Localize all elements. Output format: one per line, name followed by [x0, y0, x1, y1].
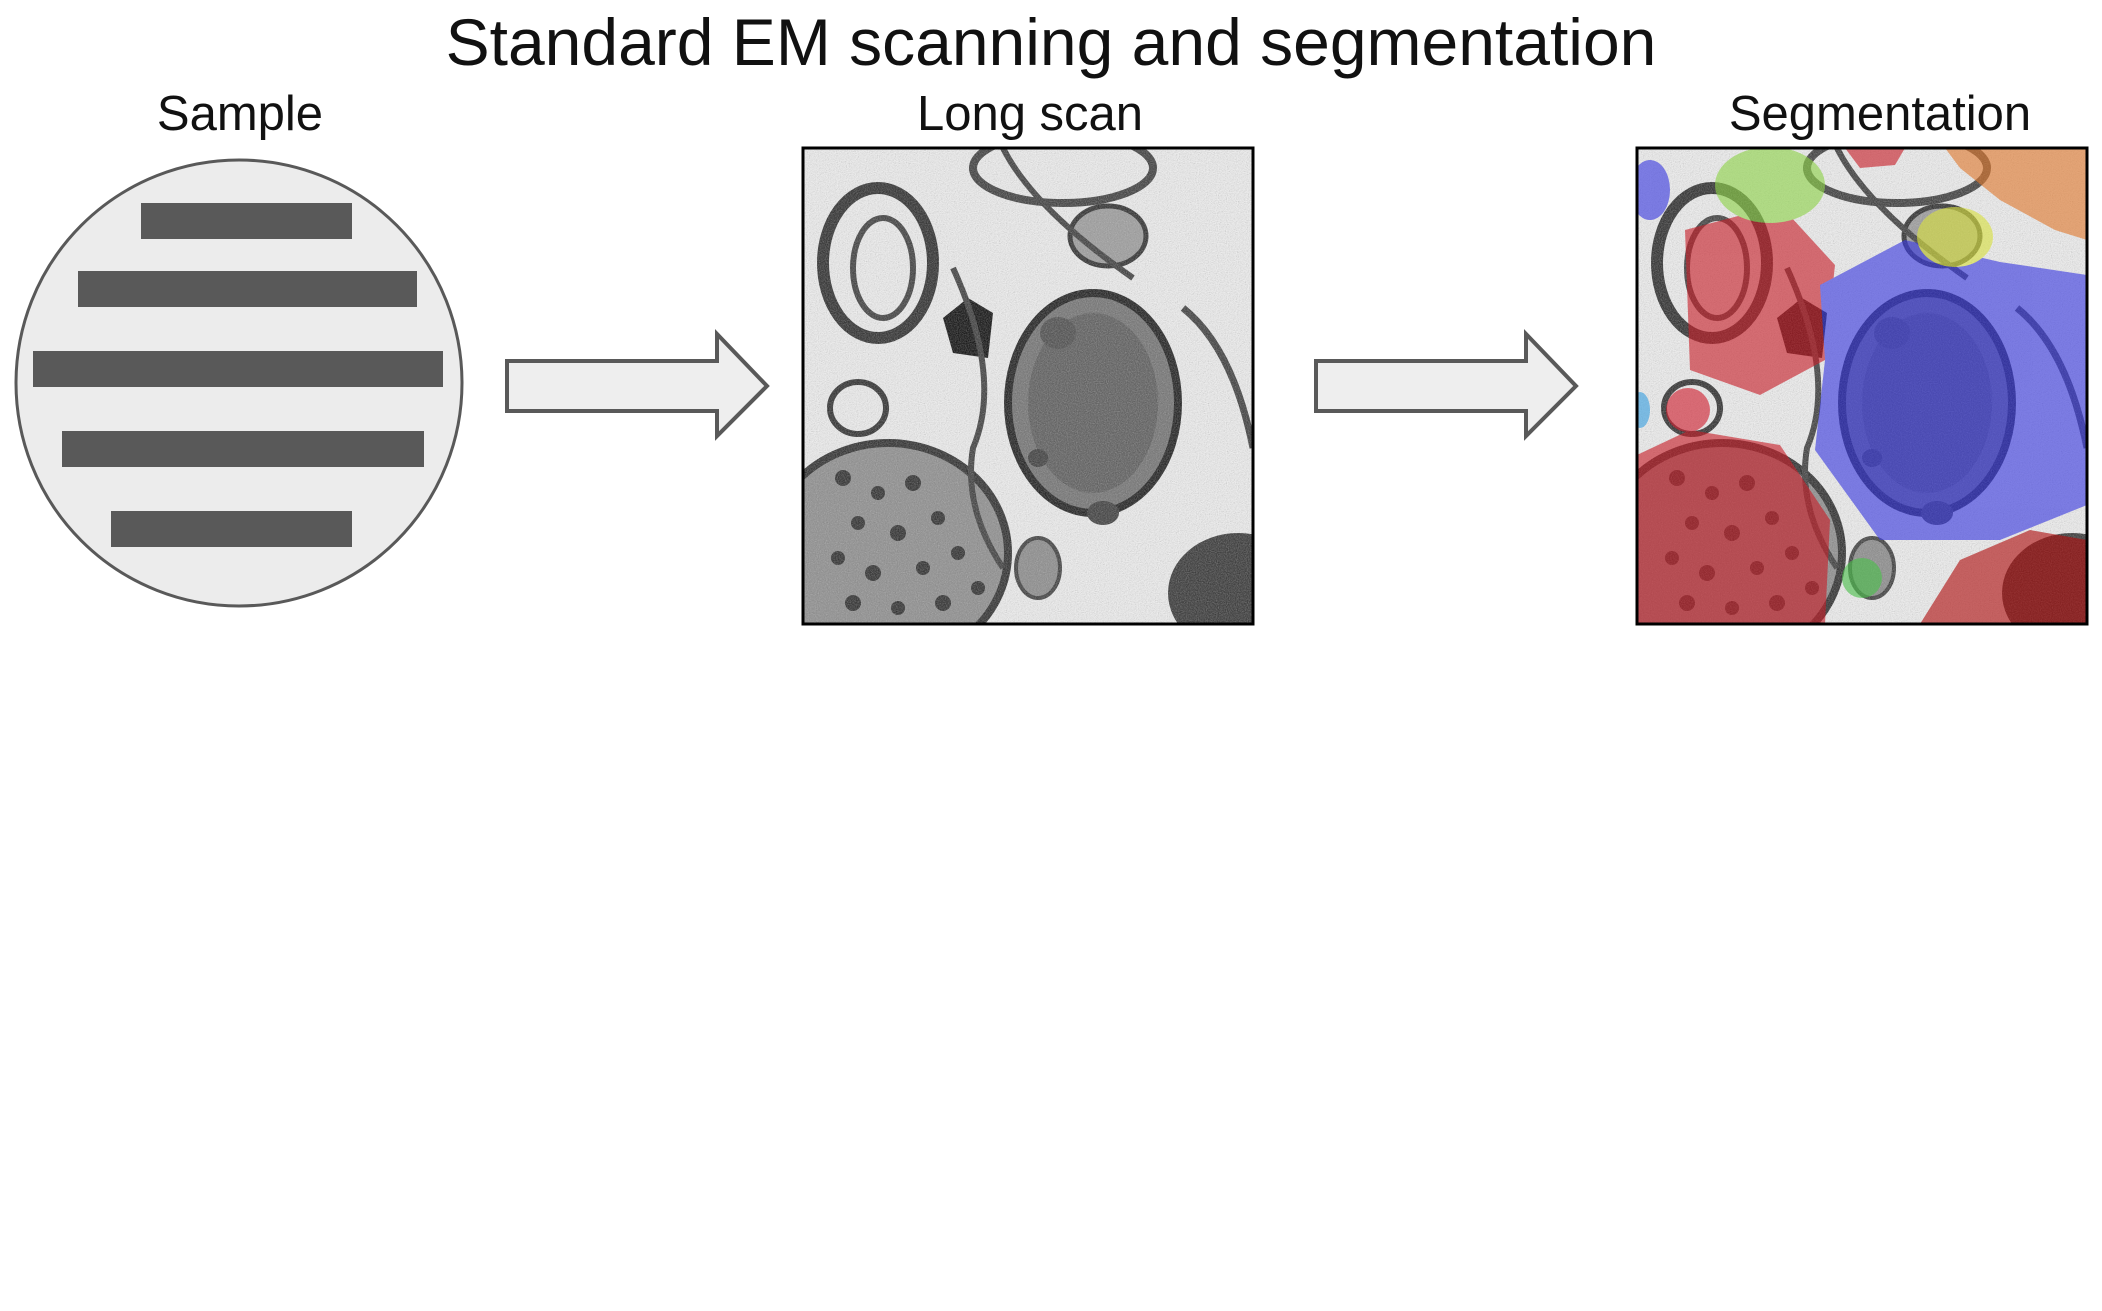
segmentation-image: [1637, 148, 2087, 624]
segment-region: [1845, 148, 1905, 168]
segment-region: [1685, 205, 1835, 395]
diagram-title: Standard EM scanning and segmentation: [445, 5, 1657, 79]
segment-region: [1842, 558, 1882, 598]
arrow-right-icon: [1314, 329, 1579, 441]
segment-region: [1637, 392, 1650, 428]
long-scan-image: [768, 133, 1308, 663]
segmentation-frame: [1635, 146, 2089, 626]
segment-region: [1917, 207, 1993, 267]
segment-region: [1637, 430, 1830, 624]
segment-region: [1945, 148, 2087, 240]
sample-label: Sample: [156, 87, 324, 141]
sample-wafer: [14, 158, 464, 608]
sample-bar: [141, 203, 352, 239]
segmentation-label: Segmentation: [1728, 87, 2032, 141]
segment-region: [1637, 160, 1670, 220]
sample-bar: [62, 431, 424, 467]
segment-region: [1666, 388, 1710, 432]
sample-bar: [78, 271, 417, 307]
long-scan-label: Long scan: [916, 87, 1144, 141]
segment-region: [1715, 148, 1825, 223]
segment-region: [1920, 530, 2087, 624]
sample-bar: [33, 351, 443, 387]
segment-region: [1815, 240, 2087, 540]
sample-bar: [111, 511, 352, 547]
long-scan-frame: [801, 146, 1255, 626]
arrow-right-icon: [505, 329, 770, 441]
